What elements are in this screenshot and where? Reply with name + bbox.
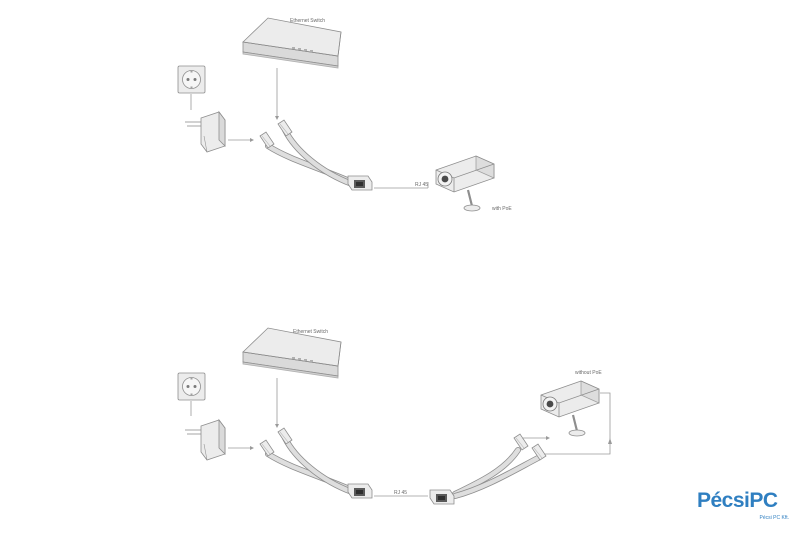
poe-splitter-icon: [347, 175, 373, 191]
bottom-diagram: Ethernet Switch RJ 45: [177, 327, 612, 505]
bottom-switch-label: Ethernet Switch: [293, 329, 328, 335]
top-diagram: Ethernet Switch RJ 45: [177, 17, 512, 213]
ethernet-switch-icon: [242, 327, 342, 379]
top-rj45-label: RJ 45: [415, 182, 428, 188]
dc-plug-icon: [259, 439, 275, 457]
top-camera-label: with PoE: [492, 206, 512, 212]
dc-plug-icon: [259, 131, 275, 149]
power-adapter-icon: [184, 419, 226, 461]
bottom-camera-label: without PoE: [575, 370, 602, 376]
poe-splitter-icon: [429, 489, 455, 505]
pecsipc-logo: PécsiPC Pécsi PC Kft.: [697, 489, 793, 525]
bottom-rj45-label: RJ 45: [394, 490, 407, 496]
power-adapter-icon: [184, 111, 226, 153]
ethernet-switch-icon: [242, 17, 342, 69]
logo-text: PécsiPC: [697, 489, 778, 512]
rj45-plug-icon: [513, 433, 529, 451]
rj45-plug-icon: [277, 119, 293, 137]
top-switch-label: Ethernet Switch: [290, 18, 325, 24]
logo-subtitle: Pécsi PC Kft.: [759, 515, 789, 521]
ip-camera-icon: [539, 379, 601, 438]
poe-injector-icon: [347, 483, 373, 499]
power-to-camera-wire: [544, 392, 611, 455]
wall-socket-icon: [177, 372, 206, 401]
rj45-plug-icon: [277, 427, 293, 445]
ip-camera-icon: [434, 154, 496, 213]
wall-socket-icon: [177, 65, 206, 94]
